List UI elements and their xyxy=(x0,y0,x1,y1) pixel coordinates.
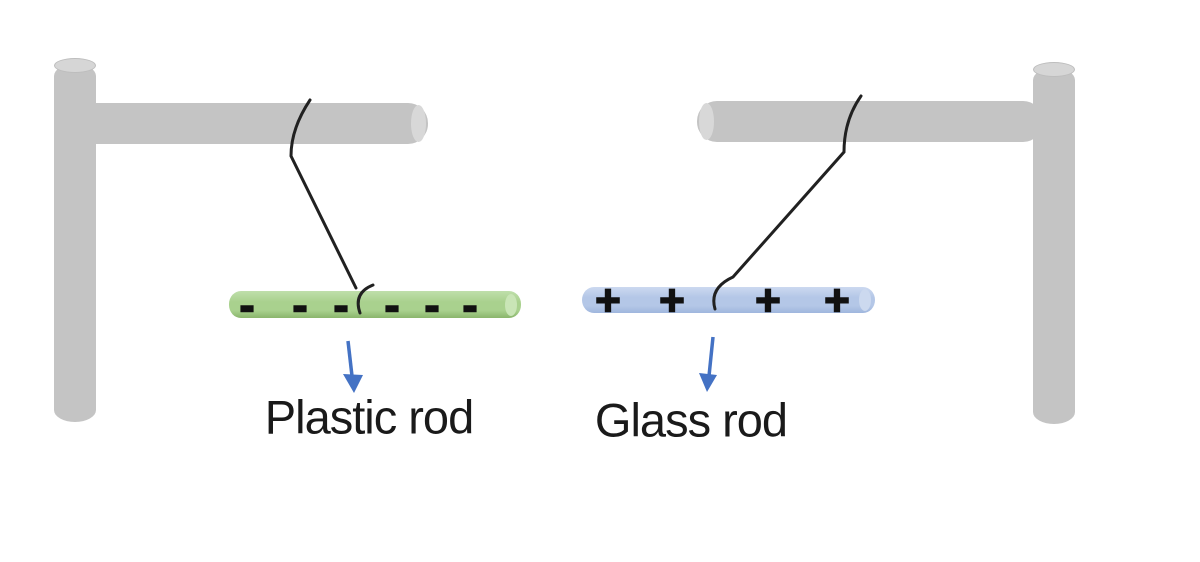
positive-charge-symbol: + xyxy=(594,276,621,325)
right-stand-post-cap xyxy=(1033,62,1075,77)
negative-charge-symbol: - xyxy=(333,279,350,331)
negative-charge-symbol: - xyxy=(292,279,309,331)
glass-rod-pointer-arrow-icon xyxy=(707,336,715,377)
negative-charge-symbol: - xyxy=(462,279,479,331)
plastic-rod-label: Plastic rod xyxy=(264,390,474,444)
plastic-rod xyxy=(229,291,521,318)
glass-rod-endcap xyxy=(859,289,871,311)
negative-charge-symbol: - xyxy=(384,279,401,331)
positive-charge-symbol: + xyxy=(754,276,781,325)
glass-rod-label: Glass rod xyxy=(594,393,788,447)
positive-charge-symbol: + xyxy=(658,276,685,325)
right-stand-arm-endcap xyxy=(699,103,714,140)
plastic-rod-endcap xyxy=(505,294,517,316)
positive-charge-symbol: + xyxy=(823,276,850,325)
right-stand-post xyxy=(1033,68,1075,424)
negative-charge-symbol: - xyxy=(239,279,256,331)
left-stand-arm-endcap xyxy=(411,105,426,142)
left-stand-post xyxy=(54,64,96,422)
right-stand-arm xyxy=(697,101,1043,142)
left-stand-arm xyxy=(74,103,428,144)
glass-rod-pointer-arrowhead-icon xyxy=(699,373,717,392)
negative-charge-symbol: - xyxy=(424,279,441,331)
left-stand-post-cap xyxy=(54,58,96,73)
plastic-rod-pointer-arrow-icon xyxy=(346,340,354,377)
